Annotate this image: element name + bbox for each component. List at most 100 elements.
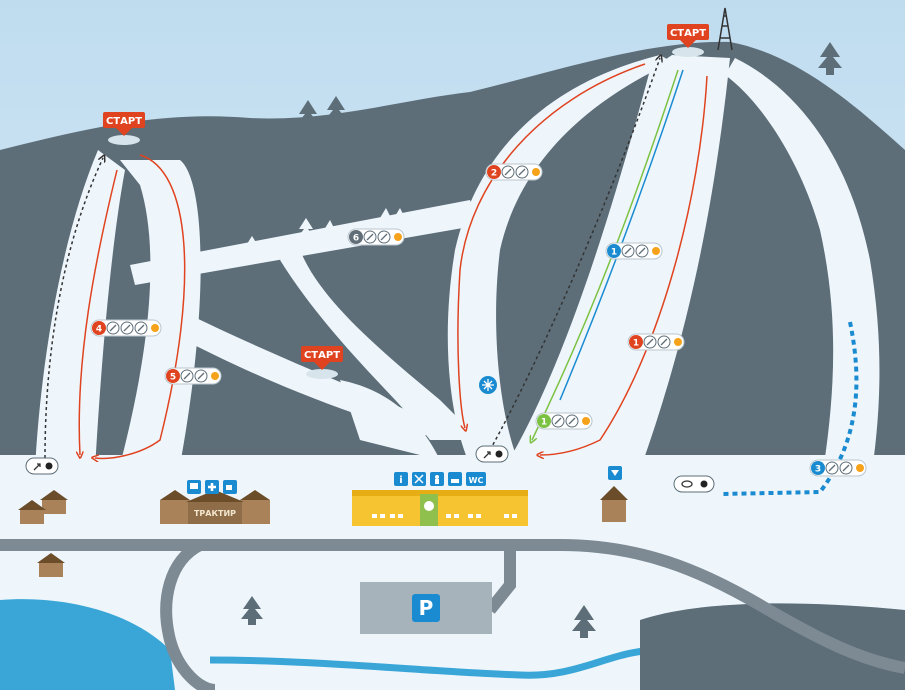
start-sign: [301, 346, 343, 362]
chalet: [37, 553, 65, 577]
tree-icon: [323, 220, 336, 241]
tv-tower: [717, 7, 733, 51]
badge-number: 3: [815, 465, 821, 475]
snowmaking-icon: [479, 376, 497, 394]
icon-stroke: [137, 324, 145, 332]
icon-stroke: [842, 464, 850, 472]
badge-number-circle: [629, 335, 643, 349]
lift-station-left[interactable]: [25, 457, 59, 475]
badge-number: 1: [611, 248, 617, 258]
lift-station-right[interactable]: [673, 475, 715, 493]
tavern-services: [187, 480, 237, 494]
tree-icon: [818, 42, 842, 75]
start-label: СТАРТ: [106, 116, 142, 127]
icon-stroke: [624, 247, 632, 255]
start-label: СТАРТ: [670, 28, 706, 39]
tree-icon: [393, 208, 406, 229]
start-arrow: [116, 128, 132, 136]
hill-bottom-right: [640, 603, 905, 690]
lift-stations[interactable]: [25, 445, 715, 493]
start-shadow: [672, 47, 704, 57]
trail-badge-5-red[interactable]: 5: [164, 367, 222, 385]
trail-badge-3-blue[interactable]: 3: [809, 459, 867, 477]
chalet: [18, 500, 46, 524]
day-icon: [582, 417, 590, 425]
start-middle-marker[interactable]: СТАРТ: [301, 346, 343, 379]
tavern-building[interactable]: ТРАКТИР: [160, 490, 270, 524]
icon-stroke: [123, 324, 131, 332]
badge-number: 1: [633, 339, 639, 349]
tree-icon: [297, 100, 319, 130]
badge-number: 6: [353, 234, 359, 244]
badge-number: 4: [96, 325, 102, 335]
parking-label: P: [419, 596, 434, 620]
icon-stroke: [183, 372, 191, 380]
icon-stroke: [568, 417, 576, 425]
tree-icon: [298, 218, 314, 242]
badge-number: 2: [491, 169, 497, 179]
start-shadow: [306, 369, 338, 379]
icon-stroke: [828, 464, 836, 472]
chalets-left: [18, 490, 68, 577]
trail-badge-1-red[interactable]: 1: [627, 333, 685, 351]
start-label: СТАРТ: [304, 350, 340, 361]
start-left-marker[interactable]: СТАРТ: [103, 112, 145, 145]
road-loop: [160, 539, 216, 690]
main-center-building[interactable]: [352, 490, 528, 526]
day-icon: [394, 233, 402, 241]
piste-left-inner: [120, 160, 201, 465]
wc-icon: [466, 472, 486, 486]
trail-badge-1-blue[interactable]: 1: [605, 242, 663, 260]
icon-stroke: [638, 247, 646, 255]
day-icon: [856, 464, 864, 472]
run-red-1: [540, 75, 708, 455]
run-red-4: [79, 169, 118, 455]
badge-number: 1: [541, 418, 547, 428]
trail-badge-4-red[interactable]: 4: [90, 319, 162, 337]
day-icon: [211, 372, 219, 380]
badge-number-circle: [349, 230, 363, 244]
icon-stroke: [554, 417, 562, 425]
piste-1: [500, 55, 730, 475]
trail-badge-2-red[interactable]: 2: [485, 163, 543, 181]
icon-stroke: [109, 324, 117, 332]
badge-number-circle: [537, 414, 551, 428]
run-red-2: [457, 63, 646, 428]
icon-stroke: [646, 338, 654, 346]
parking-sign[interactable]: [412, 594, 440, 622]
tree-icon: [241, 596, 263, 625]
start-sign: [667, 24, 709, 40]
icon-stroke: [380, 233, 388, 241]
routes: [44, 58, 859, 496]
cashier-hut[interactable]: [600, 466, 628, 522]
piste-3: [725, 58, 880, 490]
lift-line-left: [44, 158, 103, 459]
icon-stroke: [366, 233, 374, 241]
lift-station-middle[interactable]: [475, 445, 509, 463]
tree-icon: [572, 605, 596, 638]
tree-icon: [325, 96, 347, 126]
trail-badge-1-green[interactable]: 1: [535, 412, 593, 430]
badge-number-circle: [607, 244, 621, 258]
icon-stroke: [518, 168, 526, 176]
info-icon: [394, 472, 408, 486]
badge-number: 5: [170, 373, 176, 383]
piste-cross: [130, 200, 480, 285]
trail-badge-6-grey[interactable]: 6: [347, 228, 405, 246]
trees: [241, 42, 842, 638]
piste-middle-bottom: [340, 380, 440, 460]
start-arrow: [314, 362, 330, 370]
roads: [0, 539, 905, 690]
lake: [0, 599, 175, 690]
tree-icon: [246, 236, 258, 254]
icon-stroke: [660, 338, 668, 346]
main-center-services: i WC: [394, 472, 486, 486]
piste-middle-fork: [280, 250, 480, 440]
run-green-1: [532, 69, 679, 440]
lift-line-right[interactable]: [721, 321, 859, 496]
tree-icon: [379, 208, 392, 229]
run-red-5: [95, 154, 186, 458]
start-top-marker[interactable]: СТАРТ: [667, 24, 709, 57]
start-sign: [103, 112, 145, 128]
